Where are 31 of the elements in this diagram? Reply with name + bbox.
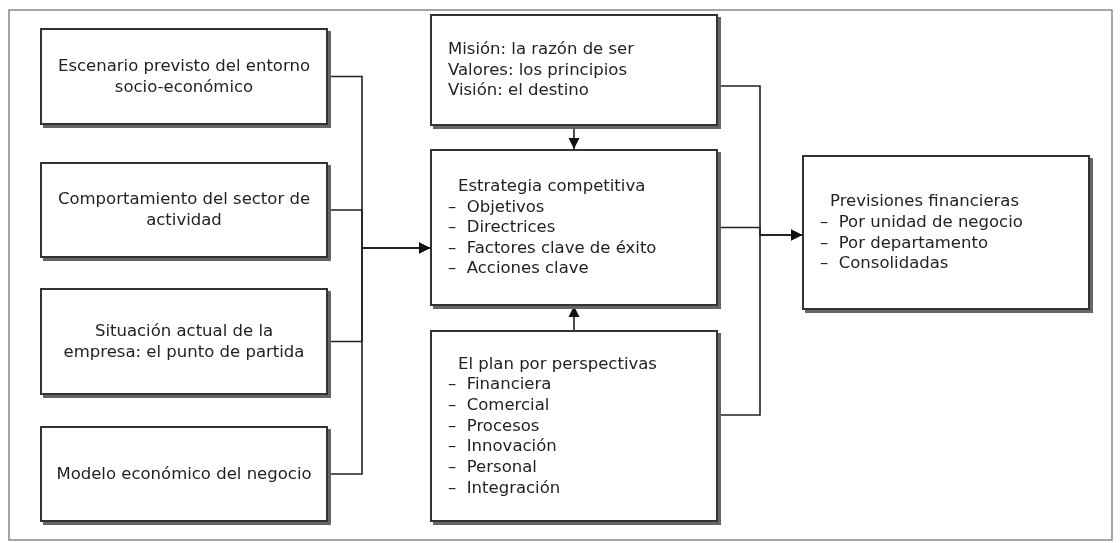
list-item: – Por unidad de negocio (820, 211, 1024, 233)
box-text: Situación actual de la empresa: el punto de partida (62, 320, 306, 363)
box-heading: Estrategia competitiva (457, 175, 647, 197)
box-text: Valores: los principios (448, 59, 628, 81)
box-text: Escenario previsto del entorno socio-económico (57, 55, 311, 98)
list-item: – Innovación (448, 436, 558, 457)
process-box (430, 149, 718, 306)
process-box (40, 288, 328, 395)
list-item: – Consolidadas (820, 253, 950, 274)
list-item: – Financiera (448, 374, 553, 396)
list-item: – Objetivos (448, 196, 546, 218)
box-text: Comportamiento del sector de actividad (56, 189, 312, 231)
list-item: – Factores clave de éxito (448, 237, 658, 259)
box-heading: Previsiones financieras (829, 191, 1021, 212)
process-box (40, 28, 328, 125)
process-box (430, 14, 718, 126)
list-item: – Personal (448, 456, 538, 478)
box-text: Modelo económico del negocio (56, 463, 312, 485)
process-box (40, 426, 328, 522)
process-box (40, 162, 328, 258)
list-item: – Por departamento (820, 232, 990, 254)
box-heading: El plan por perspectivas (457, 353, 658, 375)
list-item: – Acciones clave (448, 258, 590, 280)
process-box (802, 155, 1090, 310)
box-text: Misión: la razón de ser (448, 39, 636, 60)
process-box (430, 330, 718, 522)
list-item: – Integración (448, 477, 562, 499)
box-text: Visión: el destino (448, 80, 590, 101)
list-item: – Procesos (448, 415, 541, 437)
list-item: – Comercial (448, 395, 551, 416)
list-item: – Directrices (448, 217, 557, 238)
